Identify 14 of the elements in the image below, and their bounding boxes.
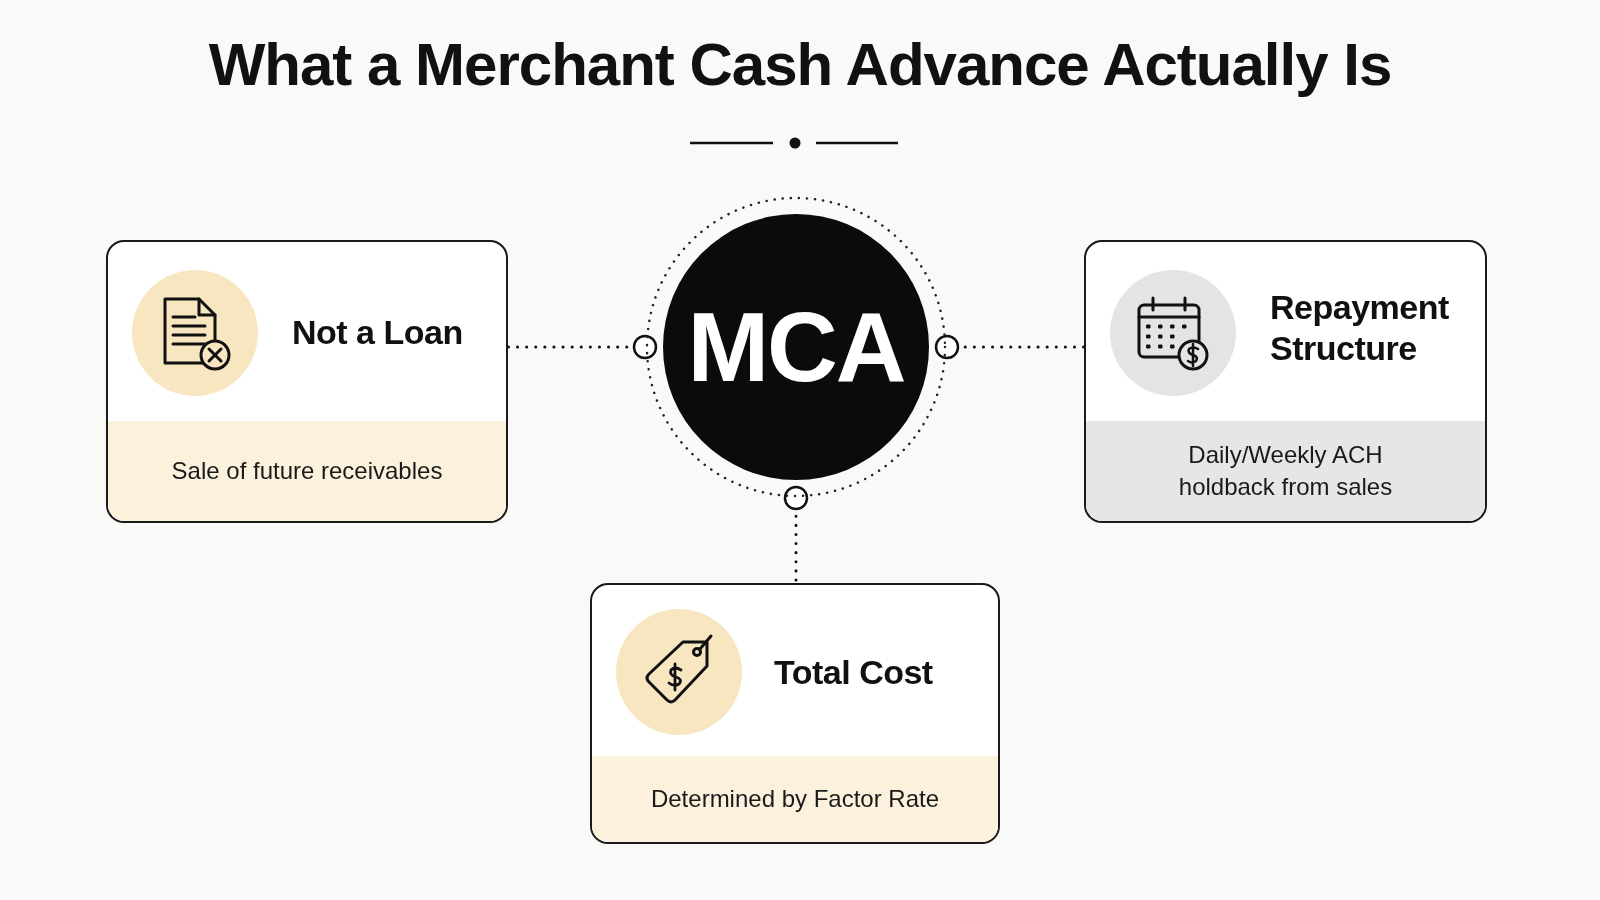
card-description: Daily/Weekly ACH holdback from sales <box>1177 439 1394 502</box>
info-card <box>106 240 508 523</box>
card-description: Sale of future receivables <box>171 455 443 486</box>
card-heading: Total Cost <box>774 652 934 693</box>
dotted-connector <box>506 334 658 360</box>
card-heading: Repayment Structure <box>1270 287 1450 369</box>
info-card <box>1084 240 1487 523</box>
card-description: Determined by Factor Rate <box>650 783 940 814</box>
info-card <box>590 583 1000 844</box>
card-heading: Not a Loan <box>292 312 464 353</box>
dotted-connector <box>934 334 1086 360</box>
center-label: MCA <box>686 291 906 403</box>
central-circle <box>645 196 947 498</box>
title: What a Merchant Cash Advance Actually Is <box>207 30 1393 99</box>
